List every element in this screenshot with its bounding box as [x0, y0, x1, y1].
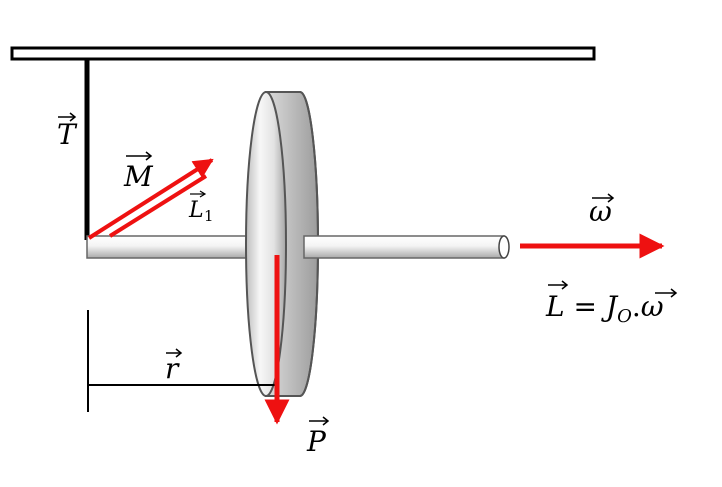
svg-text:L = JO.ω: L = JO.ω	[545, 290, 664, 327]
svg-text:T: T	[57, 118, 78, 151]
label-M: M	[123, 151, 154, 193]
svg-text:r: r	[165, 352, 180, 385]
axle-end-cap	[498, 235, 510, 259]
label-r: r	[165, 348, 183, 385]
torque-vector-M	[87, 158, 214, 240]
angular-momentum-vector-L1	[108, 174, 208, 238]
svg-text:ω: ω	[589, 195, 612, 228]
svg-text:P: P	[306, 425, 327, 458]
label-omega: ω	[589, 193, 615, 228]
axle-left	[86, 235, 260, 259]
svg-text:L: L	[188, 198, 204, 223]
label-T: T	[57, 112, 78, 151]
svg-text:M: M	[123, 160, 154, 193]
angular-momentum-equation: L = JO.ω	[545, 280, 678, 327]
ceiling-beam	[10, 46, 596, 61]
label-P: P	[306, 416, 330, 458]
svg-text:1: 1	[204, 207, 214, 225]
axle-right	[303, 235, 505, 259]
label-L1: L 1	[188, 190, 214, 225]
